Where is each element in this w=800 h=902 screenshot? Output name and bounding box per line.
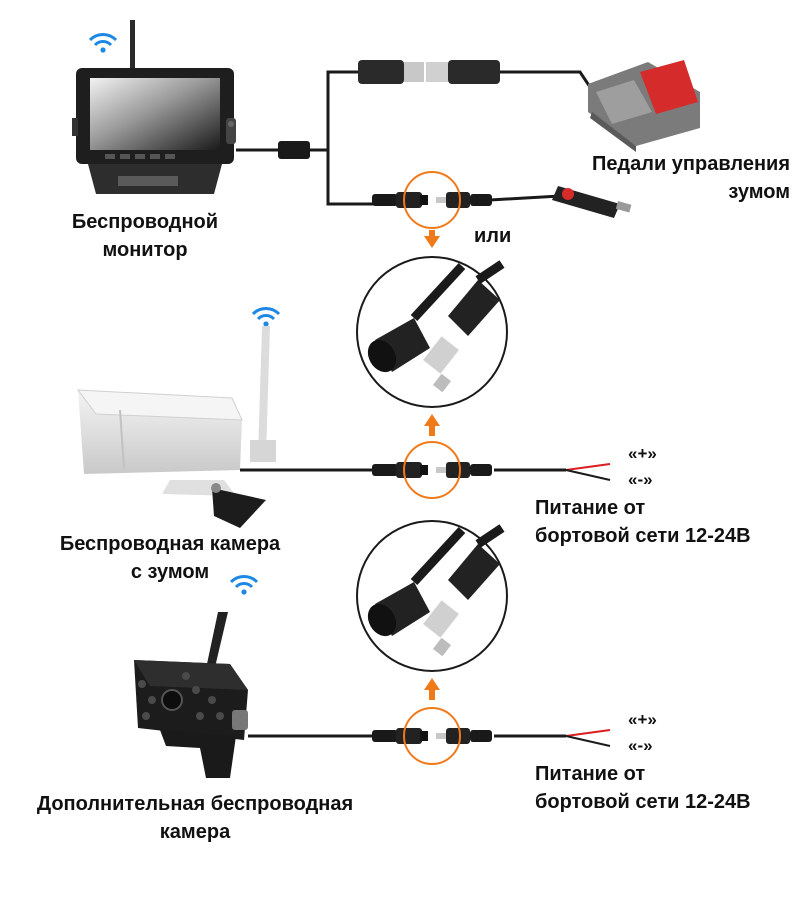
- power-label-1-line1: Питание от: [535, 497, 646, 519]
- power-label-2-line1: Питание от: [535, 763, 646, 785]
- camera-label: Беспроводная камера с зумом: [20, 530, 320, 586]
- monitor-label-line1: Беспроводной: [71, 211, 219, 233]
- monitor-cables: [236, 70, 598, 206]
- pedal-label-line1: Педали управления: [591, 153, 790, 175]
- monitor-label: Беспроводной монитор: [40, 208, 250, 264]
- minus-wire-label-1: «-»: [628, 470, 653, 489]
- pedal-device: [588, 60, 700, 152]
- arrow-up-icon: [424, 414, 440, 436]
- pedal-label-line2: зумом: [728, 181, 790, 203]
- connector-zoom-1: [356, 256, 508, 408]
- split-connector: [278, 141, 310, 159]
- arrow-down-icon: [424, 230, 440, 248]
- camera-device: [76, 306, 281, 528]
- pedal-label: Педали управления зумом: [520, 150, 790, 206]
- dc-connector-icon: [372, 462, 492, 478]
- cigarette-plug-icon: [552, 186, 632, 218]
- extra-camera-device: [134, 574, 259, 778]
- highlight-circle: [403, 707, 461, 765]
- aviation-connector: [358, 60, 500, 84]
- power-label-2: Питание от бортовой сети 12-24В: [535, 760, 795, 816]
- wifi-icon: [88, 32, 118, 55]
- plus-wire-label-1: «+»: [628, 444, 657, 463]
- camera-cable-2: [248, 729, 611, 747]
- or-label: или: [474, 225, 512, 247]
- connector-zoom-2: [356, 520, 508, 672]
- extra-camera-label: Дополнительная беспроводная камера: [0, 790, 390, 846]
- extra-camera-label-line1: Дополнительная беспроводная: [36, 793, 354, 815]
- power-label-2-line2: бортовой сети 12-24В: [535, 791, 751, 813]
- arrow-up-icon: [424, 678, 440, 700]
- monitor-label-line2: монитор: [102, 239, 188, 261]
- power-label-1-line2: бортовой сети 12-24В: [535, 525, 751, 547]
- dc-connector-icon: [372, 728, 492, 744]
- camera-label-line2: с зумом: [130, 561, 210, 583]
- camera-label-line1: Беспроводная камера: [59, 533, 281, 555]
- wifi-icon: [251, 306, 281, 329]
- plus-wire-label-2: «+»: [628, 710, 657, 729]
- dc-connector-icon: [372, 192, 492, 208]
- minus-wire-label-2: «-»: [628, 736, 653, 755]
- highlight-circle: [403, 441, 461, 499]
- extra-camera-label-line2: камера: [159, 821, 231, 843]
- monitor-device: [72, 20, 236, 194]
- power-label-1: Питание от бортовой сети 12-24В: [535, 494, 795, 550]
- highlight-circle: [403, 171, 461, 229]
